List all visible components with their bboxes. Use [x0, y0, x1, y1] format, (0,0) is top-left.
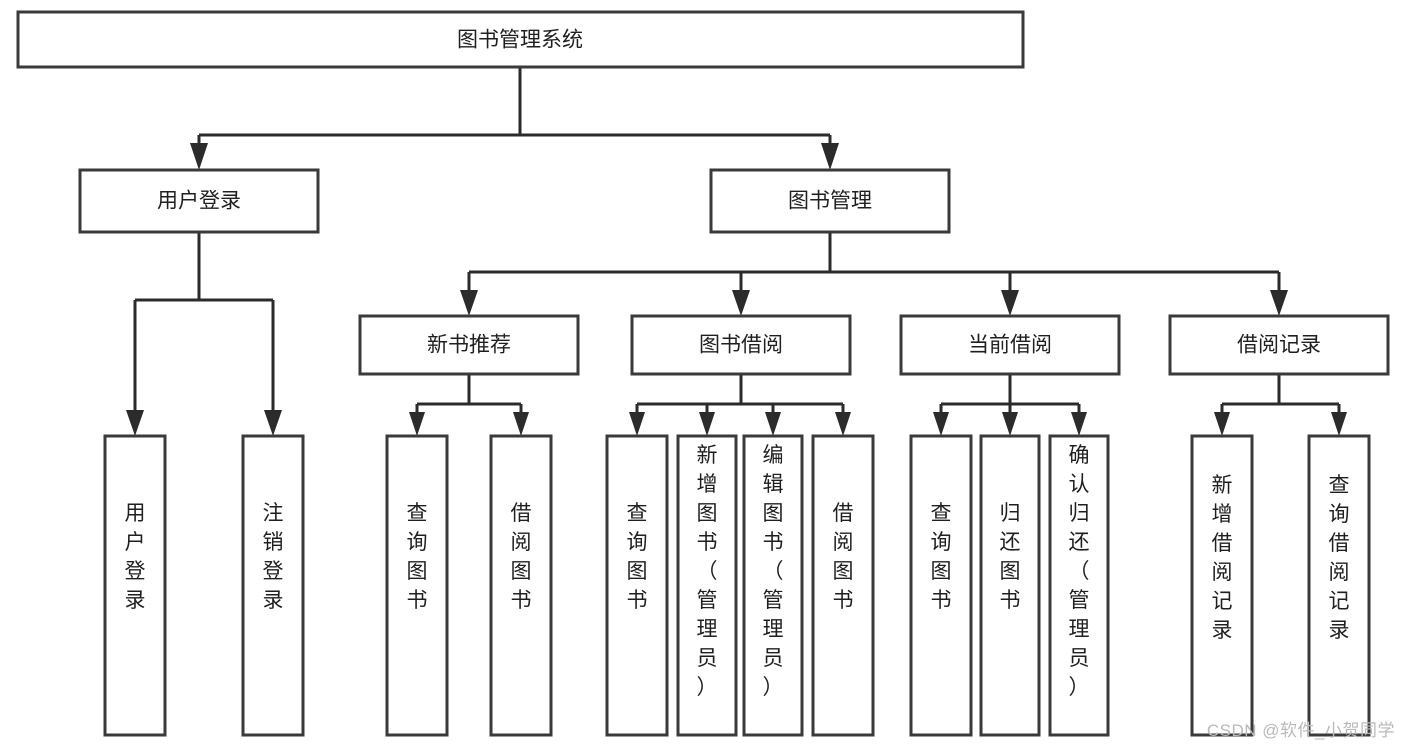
- connector-root-to-level2: [190, 67, 839, 170]
- arrow-head-icon: [933, 412, 949, 436]
- node-box[interactable]: [1307, 434, 1371, 737]
- node-box[interactable]: [103, 434, 167, 737]
- node-box[interactable]: [1168, 314, 1390, 376]
- node-label: 新增借阅记录: [1212, 474, 1233, 642]
- node-box[interactable]: [358, 314, 580, 376]
- node-label: 当前借阅: [968, 334, 1052, 357]
- connector-current-borrow-to-leaves: [933, 374, 1087, 436]
- arrow-head-icon: [1270, 290, 1288, 316]
- node-book-borrow[interactable]: 图书借阅: [630, 314, 852, 376]
- node-leaf-return-book[interactable]: 归还图书: [979, 434, 1041, 737]
- node-box[interactable]: [909, 434, 973, 737]
- node-box[interactable]: [241, 434, 305, 737]
- node-box[interactable]: [811, 434, 875, 737]
- node-label: 图书借阅: [699, 334, 783, 357]
- node-leaf-query-book-2[interactable]: 查询图书: [605, 434, 669, 737]
- connector-borrow-record-to-leaves: [1214, 374, 1347, 436]
- node-root[interactable]: 图书管理系统: [16, 10, 1025, 69]
- node-label: 用户登录: [157, 190, 241, 213]
- arrow-head-icon: [1214, 412, 1230, 436]
- connector-book-borrow-to-leaves: [629, 374, 851, 436]
- node-box[interactable]: [676, 434, 738, 737]
- node-box[interactable]: [899, 314, 1121, 376]
- node-leaf-query-record[interactable]: 查询借阅记录: [1307, 434, 1371, 737]
- arrow-head-icon: [1071, 412, 1087, 436]
- node-leaf-confirm-return[interactable]: 确认归还（管理员）: [1048, 434, 1110, 737]
- node-leaf-logout[interactable]: 注销登录: [241, 434, 305, 737]
- node-box[interactable]: [78, 168, 320, 234]
- node-label: 新书推荐: [427, 334, 511, 357]
- node-label: 编辑图书（管理员）: [763, 444, 784, 699]
- node-new-book-recommend[interactable]: 新书推荐: [358, 314, 580, 376]
- connector-new-book-recommend-to-leaves: [409, 374, 529, 436]
- node-label: 注销登录: [263, 502, 284, 612]
- node-leaf-borrow-book-1[interactable]: 借阅图书: [489, 434, 553, 737]
- connector-book-manage-to-level3: [460, 232, 1288, 316]
- arrow-head-icon: [1002, 412, 1018, 436]
- node-box[interactable]: [630, 314, 852, 376]
- node-label: 借阅记录: [1237, 334, 1321, 357]
- node-label: 查询图书: [931, 502, 952, 612]
- node-book-manage[interactable]: 图书管理: [709, 168, 951, 234]
- node-label: 查询借阅记录: [1329, 474, 1350, 642]
- arrow-head-icon: [190, 143, 208, 170]
- node-box[interactable]: [489, 434, 553, 737]
- node-borrow-record[interactable]: 借阅记录: [1168, 314, 1390, 376]
- arrow-head-icon: [732, 290, 750, 316]
- arrow-head-icon: [699, 412, 715, 436]
- arrow-head-icon: [409, 412, 425, 436]
- node-leaf-query-book-3[interactable]: 查询图书: [909, 434, 973, 737]
- node-leaf-edit-book[interactable]: 编辑图书（管理员）: [742, 434, 804, 737]
- node-box[interactable]: [742, 434, 804, 737]
- arrow-head-icon: [629, 412, 645, 436]
- node-box[interactable]: [16, 10, 1025, 69]
- node-label: 新增图书（管理员）: [697, 444, 718, 699]
- node-label: 图书管理: [788, 190, 872, 213]
- arrow-head-icon: [460, 290, 478, 316]
- arrow-head-icon: [765, 412, 781, 436]
- arrow-head-icon: [264, 410, 282, 436]
- node-box[interactable]: [979, 434, 1041, 737]
- arrow-head-icon: [835, 412, 851, 436]
- node-label: 归还图书: [1000, 502, 1021, 612]
- node-label: 借阅图书: [511, 502, 532, 612]
- node-label: 图书管理系统: [457, 29, 583, 52]
- node-box[interactable]: [709, 168, 951, 234]
- node-leaf-add-record[interactable]: 新增借阅记录: [1190, 434, 1254, 737]
- node-box[interactable]: [1048, 434, 1110, 737]
- arrow-head-icon: [1331, 412, 1347, 436]
- arrow-head-icon: [821, 143, 839, 170]
- node-user-login[interactable]: 用户登录: [78, 168, 320, 234]
- arrow-head-icon: [513, 412, 529, 436]
- csdn-watermark: CSDN @软件_小贺同学: [1206, 721, 1395, 740]
- node-label: 用户登录: [125, 502, 146, 612]
- node-box[interactable]: [1190, 434, 1254, 737]
- connector-user-login-to-leaves: [126, 232, 282, 436]
- node-label: 查询图书: [627, 502, 648, 612]
- node-leaf-add-book[interactable]: 新增图书（管理员）: [676, 434, 738, 737]
- node-box[interactable]: [385, 434, 449, 737]
- arrow-head-icon: [126, 410, 144, 436]
- node-label: 查询图书: [407, 502, 428, 612]
- node-leaf-borrow-book-2[interactable]: 借阅图书: [811, 434, 875, 737]
- node-label: 确认归还（管理员）: [1069, 444, 1090, 699]
- arrow-head-icon: [1001, 290, 1019, 316]
- node-leaf-user-login[interactable]: 用户登录: [103, 434, 167, 737]
- node-label: 借阅图书: [833, 502, 854, 612]
- node-box[interactable]: [605, 434, 669, 737]
- node-current-borrow[interactable]: 当前借阅: [899, 314, 1121, 376]
- node-leaf-query-book-1[interactable]: 查询图书: [385, 434, 449, 737]
